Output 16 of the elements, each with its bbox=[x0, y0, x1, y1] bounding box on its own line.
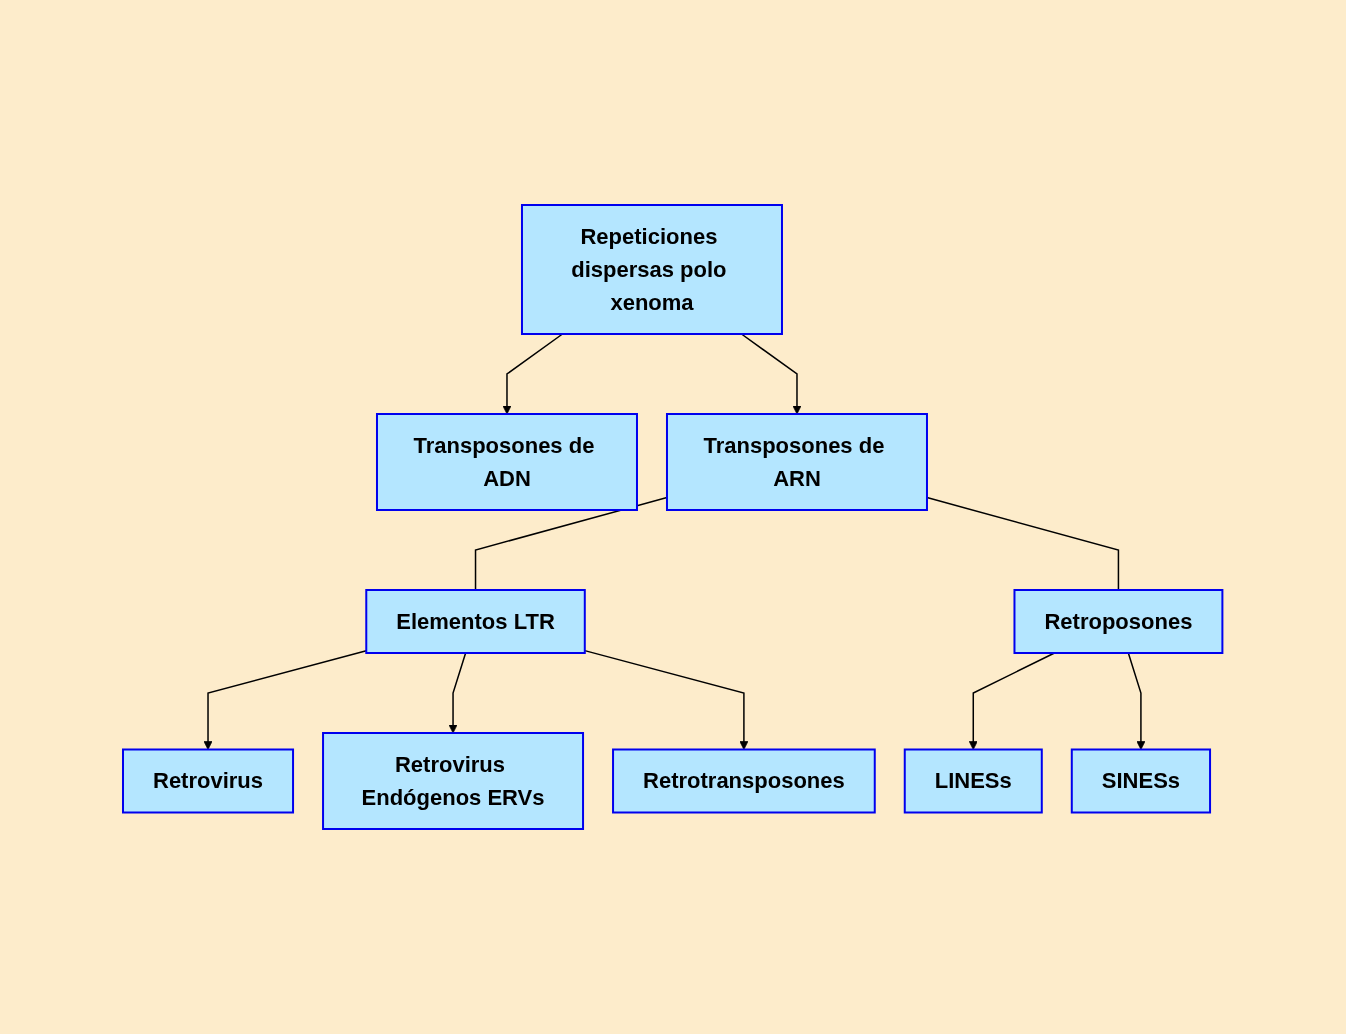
node-box: Transposones de ARN bbox=[666, 413, 929, 511]
node-box: Retrovirus Endógenos ERVs bbox=[322, 732, 585, 830]
arrow bbox=[741, 333, 802, 415]
node-box: LINESs bbox=[904, 748, 1044, 814]
arrow bbox=[502, 333, 564, 415]
arrow bbox=[584, 649, 749, 750]
arrow bbox=[203, 649, 368, 750]
node-box: Elementos LTR bbox=[365, 589, 587, 654]
arrow bbox=[448, 652, 467, 734]
arrow bbox=[1127, 652, 1146, 750]
node-box: Retroposones bbox=[1013, 589, 1224, 654]
node-box: Retrovirus bbox=[122, 748, 295, 814]
node-box: Transposones de ADN bbox=[376, 413, 639, 511]
node-box: Retrotransposones bbox=[612, 748, 877, 814]
node-box: SINESs bbox=[1071, 748, 1212, 814]
node-box: Repeticiones dispersas polo xenoma bbox=[521, 204, 784, 335]
